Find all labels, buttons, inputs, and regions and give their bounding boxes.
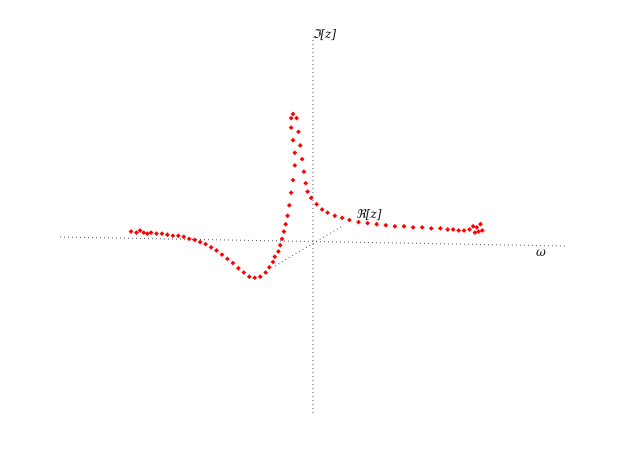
data-point [365,220,370,226]
data-point [128,229,134,234]
data-point [374,221,380,227]
data-point [294,115,300,121]
data-point [325,210,330,216]
data-point [263,270,269,275]
data-point [225,256,230,262]
data-point [339,215,345,221]
data-point [144,231,150,237]
data-point [292,163,298,168]
data-point [472,230,478,235]
data-point [428,226,434,231]
data-point [175,233,181,239]
data-point [165,232,170,238]
data-point [272,254,278,260]
data-point [214,248,219,253]
data-point [297,143,303,148]
data-point [159,231,165,237]
data-point [299,156,305,162]
data-point [347,217,352,223]
data-point [445,227,451,232]
data-point [308,195,314,201]
data-point [296,129,301,135]
data-point [279,236,285,242]
data-point [288,115,294,121]
data-point [419,224,425,230]
data-point [303,180,309,186]
data-point [154,231,159,237]
data-points [128,111,485,281]
omega-axis-line [59,236,566,247]
data-point [281,229,287,234]
data-point [230,260,236,266]
data-point [252,275,258,281]
data-point [319,207,325,212]
axis-labels: ℑ[z] ℜ[z] ω [312,27,546,259]
data-point [474,224,480,230]
data-point [470,223,476,229]
data-point [148,230,154,235]
data-point [286,202,292,208]
data-point [285,213,290,219]
data-point [288,190,294,196]
data-point [141,230,147,235]
data-point [290,177,296,183]
data-point [467,227,472,232]
data-point [356,219,361,225]
axis-lines [59,40,566,415]
data-point [450,227,456,232]
imag-axis-label: ℑ[z] [312,27,336,41]
data-point [277,242,283,248]
data-point [235,265,241,271]
data-point [410,224,416,230]
data-point [290,111,296,117]
data-point [219,252,225,258]
data-point [270,259,276,265]
data-point [301,169,307,175]
data-point [170,233,176,239]
data-point [134,230,139,235]
data-point [288,125,294,130]
data-point [456,228,461,233]
omega-axis-label: ω [536,245,546,259]
data-point [461,228,467,233]
data-point [186,236,192,242]
data-point [392,223,398,229]
data-point [479,228,485,233]
data-point [314,201,320,207]
data-point [283,221,289,227]
data-point [478,221,483,227]
data-point [276,249,281,254]
data-point [257,274,263,280]
data-point [203,241,209,247]
data-point [241,270,247,275]
real-axis-line [274,224,345,267]
data-point [383,222,389,228]
data-point [197,239,203,245]
data-point [290,137,296,143]
data-point [401,223,407,229]
data-point [292,150,298,156]
data-point [246,274,252,280]
data-point [266,264,272,270]
data-point [305,189,310,195]
data-point [438,226,443,231]
data-point [192,237,198,243]
real-axis-label: ℜ[z] [356,207,382,221]
data-point [208,244,214,250]
data-point [332,213,338,219]
data-point [476,229,482,234]
data-point [181,234,187,240]
data-point [137,228,143,233]
